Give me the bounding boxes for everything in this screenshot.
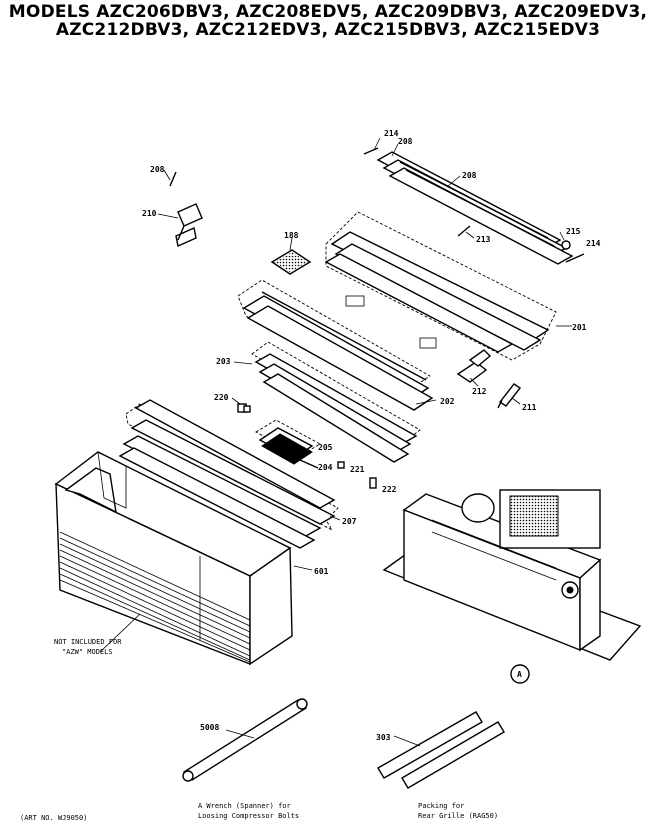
note-not-included-line-2: "AZW" MODELS [62, 648, 113, 656]
part-188-screen [270, 249, 312, 275]
label-205: 205 [318, 443, 333, 452]
label-5008: 5008 [200, 723, 219, 732]
part-204-bracket [299, 459, 319, 469]
part-5008-wrench [182, 698, 308, 782]
note-packing-line-2: Rear Grille (RAG50) [418, 812, 498, 820]
note-packing-line-1: Packing for [418, 802, 464, 810]
part-202-frame [237, 279, 434, 412]
label-208-top: 208 [398, 137, 413, 146]
part-214-spring-right [565, 253, 585, 263]
label-202: 202 [440, 397, 455, 406]
label-203: 203 [216, 357, 231, 366]
label-221: 221 [350, 465, 365, 474]
note-not-included-line-1: NOT INCLUDED FOR [54, 638, 122, 646]
label-214-right: 214 [586, 239, 601, 248]
diagram-title-line-2: AZC212DBV3, AZC212EDV3, AZC215DBV3, AZC2… [55, 20, 601, 40]
part-212-bracket [456, 349, 492, 383]
diagram-title-line-1: MODELS AZC206DBV3, AZC208EDV5, AZC209DBV… [8, 2, 648, 22]
part-221-clip [337, 461, 345, 469]
label-214-top: 214 [384, 129, 399, 138]
label-201: 201 [572, 323, 587, 332]
label-a: A [517, 670, 522, 679]
part-601-front-cabinet [54, 451, 293, 666]
note-wrench-line-1: A Wrench (Spanner) for [198, 802, 291, 810]
label-210: 210 [142, 209, 157, 218]
label-211: 211 [522, 403, 537, 412]
part-303-packing [377, 711, 505, 789]
part-220-clip [237, 403, 251, 413]
label-215: 215 [566, 227, 581, 236]
part-208-pin [169, 171, 177, 187]
label-188: 188 [284, 231, 299, 240]
label-220: 220 [214, 393, 229, 402]
label-208-rails: 208 [462, 171, 477, 180]
part-207-rails [118, 399, 339, 549]
part-213-bracket [457, 225, 471, 237]
note-wrench-line-2: Loosing Compressor Bolts [198, 812, 299, 820]
part-214-spring-top [363, 147, 379, 155]
label-213: 213 [476, 235, 491, 244]
label-208-pin: 208 [150, 165, 165, 174]
part-205-control-box [255, 419, 321, 465]
label-601: 601 [314, 567, 329, 576]
note-art-number: (ART NO. WJ9050) [20, 814, 87, 822]
part-201-chassis [324, 211, 557, 361]
part-208-rails [376, 151, 574, 265]
part-215-clip [561, 240, 571, 250]
label-303: 303 [376, 733, 391, 742]
label-207: 207 [342, 517, 357, 526]
label-222: 222 [382, 485, 397, 494]
label-212: 212 [472, 387, 487, 396]
label-204: 204 [318, 463, 333, 472]
part-a-chassis-unit [382, 489, 642, 684]
leader-lines [99, 137, 572, 747]
part-210-bracket [175, 203, 203, 247]
part-222-clip [369, 477, 377, 489]
part-211-bracket [497, 383, 522, 409]
part-203-rails [251, 341, 421, 463]
